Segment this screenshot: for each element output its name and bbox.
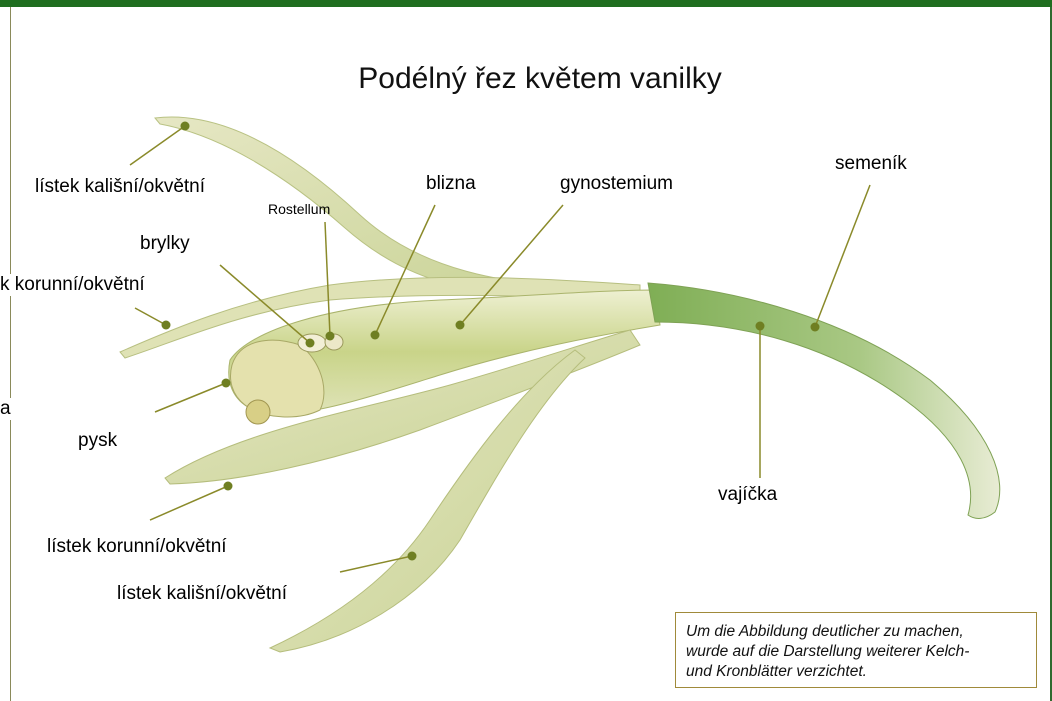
note-line-3: und Kronblätter verzichtet. [686, 662, 1026, 682]
label-vajicka: vajíčka [718, 484, 777, 506]
label-semenik: semeník [835, 153, 907, 175]
lip-tip [246, 400, 270, 424]
label-sepal-top: lístek kališní/okvětní [35, 176, 205, 198]
label-petal-bottom: lístek korunní/okvětní [47, 536, 227, 558]
note-line-2: wurde auf die Darstellung weiterer Kelch… [686, 642, 1026, 662]
label-pysk: pysk [78, 430, 117, 452]
note-line-1: Um die Abbildung deutlicher zu machen, [686, 622, 1026, 642]
sepal-top [155, 117, 610, 300]
label-petal-top: k korunní/okvětní [0, 274, 145, 296]
ovary-stem [648, 283, 1000, 518]
note-box: Um die Abbildung deutlicher zu machen, w… [675, 612, 1037, 688]
label-edge-a: a [0, 398, 11, 420]
label-blizna: blizna [426, 173, 476, 195]
label-sepal-bottom: lístek kališní/okvětní [117, 583, 287, 605]
label-gynostemium: gynostemium [560, 173, 673, 195]
label-brylky: brylky [140, 233, 190, 255]
label-rostellum: Rostellum [268, 201, 330, 217]
